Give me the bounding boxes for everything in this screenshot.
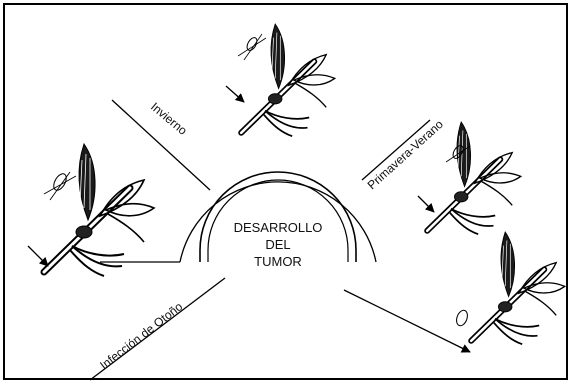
label-spring-summer: Primavera-Verano (365, 117, 446, 192)
label-winter: Invierno (148, 100, 190, 138)
center-label-line-2: DEL (265, 237, 290, 252)
twig-illustration-spring (427, 122, 521, 234)
label-autumn-infection: Infección de Otoño (97, 299, 185, 372)
insect-vector-summer-icon (455, 309, 470, 327)
center-label-line-3: TUMOR (254, 254, 302, 269)
pointer-arrow-autumn (28, 246, 48, 266)
twig-illustration-summer (471, 232, 565, 344)
pointer-arrow-winter (226, 86, 244, 102)
insect-vector-autumn-icon (44, 172, 76, 200)
twig-illustration-autumn (44, 144, 154, 276)
insect-vector-winter-icon (238, 34, 266, 60)
progress-arrow (344, 290, 470, 352)
pointer-arrow-spring (418, 196, 434, 212)
twig-illustration-winter (241, 24, 335, 136)
center-label-line-1: DESARROLLO (234, 220, 323, 235)
